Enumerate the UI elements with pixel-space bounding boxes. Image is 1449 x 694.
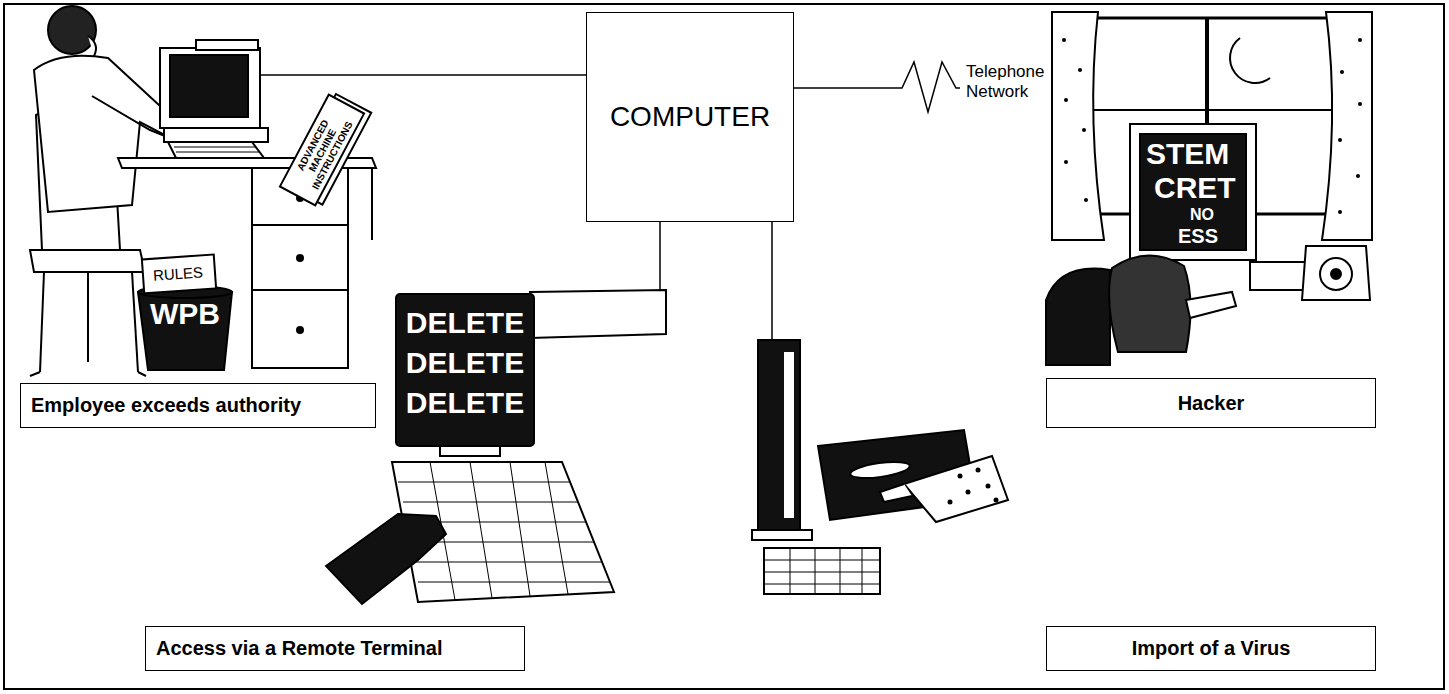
caption-box: Hacker [1046,378,1376,428]
screen-text-box: DELETE [398,344,532,382]
remote-terminal-scene [326,290,666,604]
basket-text-box: WPB [142,296,228,332]
network-label-box: Telephone Network [966,60,1050,104]
screen-text: DELETE [406,386,524,421]
screen-text: STEM [1146,137,1229,172]
screen-text: CRET [1154,171,1236,206]
screen-text: ESS [1178,225,1218,248]
caption-box: Employee exceeds authority [20,383,376,428]
computer-box: COMPUTER [586,12,794,222]
basket-text: WPB [150,297,220,332]
screen-text-box: DELETE [398,384,532,422]
node-text: Import of a Virus [1132,637,1291,660]
node-text: COMPUTER [610,101,770,133]
screen-text: DELETE [406,306,524,341]
caption-box: Import of a Virus [1046,626,1376,671]
employee-scene [30,6,376,376]
screen-text: DELETE [406,346,524,381]
book-title-box: ADVANCED MACHINE INSTRUCTIONS [281,96,363,203]
frame [4,4,1444,689]
book-title: ADVANCED MACHINE INSTRUCTIONS [284,98,360,202]
node-text: Access via a Remote Terminal [156,637,442,660]
hacker-scene [1046,12,1372,365]
node-text: Employee exceeds authority [31,394,301,417]
paper-text-box: RULES [144,258,212,291]
node-text: Hacker [1178,392,1245,415]
screen-text-box: CRET [1154,170,1244,206]
screen-text: NO [1190,206,1214,224]
screen-text-box: DELETE [398,304,532,342]
screen-text-box: STEM [1146,136,1244,172]
screen-text-box: ESS [1178,224,1238,248]
caption-box: Access via a Remote Terminal [145,626,525,671]
network-label: Telephone Network [966,62,1050,101]
virus-scene [752,340,1008,594]
paper-text: RULES [152,264,203,285]
screen-text-box: NO [1190,205,1230,225]
